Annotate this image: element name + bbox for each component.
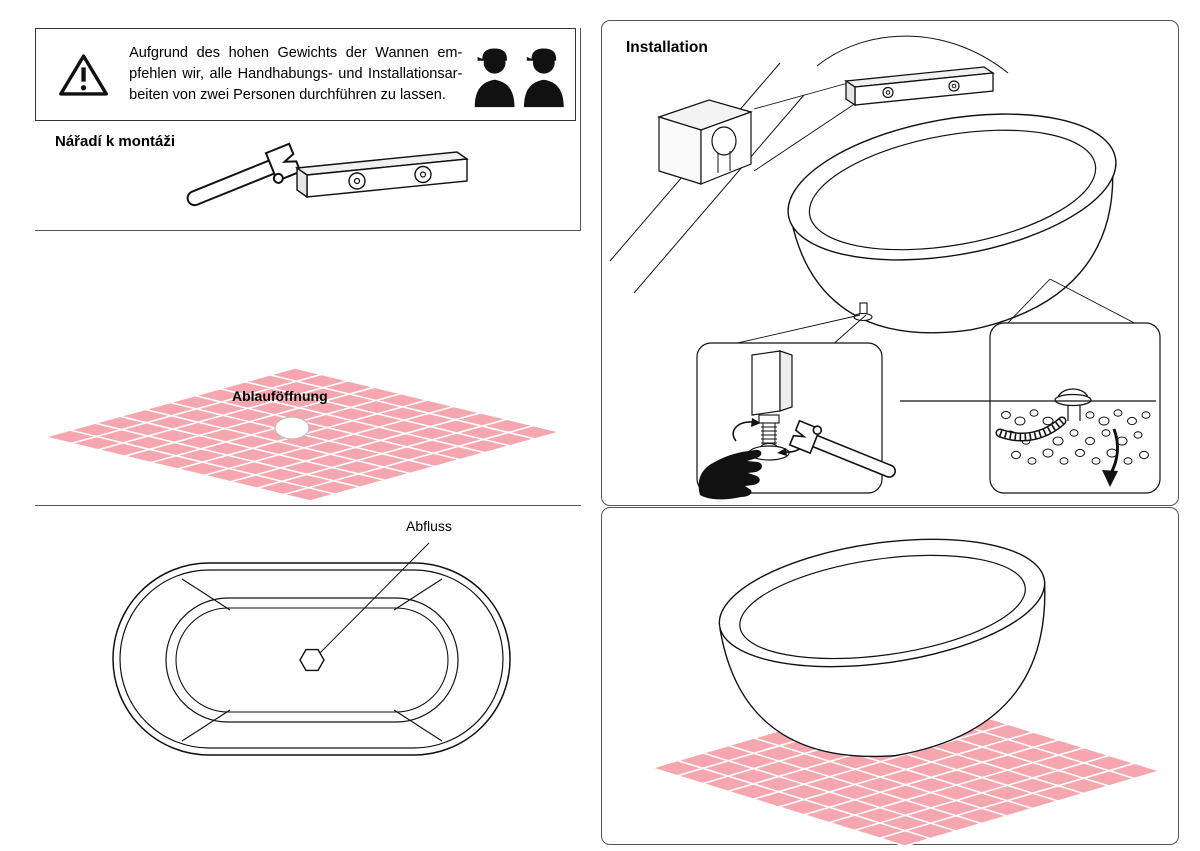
callout-wedge-right [1003, 278, 1147, 330]
bathtub-top-view-illustration [112, 542, 511, 756]
warning-text: Aufgrund des hohen Gewichts der Wannen e… [129, 43, 462, 106]
anchor-hole [711, 126, 737, 156]
guide-curve [816, 35, 1009, 74]
foot-adjust-detail [698, 350, 897, 500]
drain-callout [989, 322, 1161, 494]
installer-silhouette [524, 47, 565, 107]
drain-opening-hole [274, 416, 310, 440]
zoom-wedge-lines [753, 82, 857, 172]
bathtub-isometric [787, 113, 1117, 334]
section-divider [35, 505, 581, 506]
spirit-level-icon [295, 151, 469, 199]
section-divider [35, 230, 581, 231]
bathtub-isometric [717, 538, 1046, 758]
bathtub-on-floor-illustration [651, 538, 1161, 846]
drain-label: Abfluss [406, 518, 452, 534]
installation-illustration [609, 35, 1161, 500]
adjustable-wrench-icon [788, 419, 897, 478]
installation-title: Installation [626, 39, 708, 56]
warning-triangle-icon [59, 53, 108, 96]
tools-illustration [186, 142, 469, 207]
tub-wall-corner-lines [181, 578, 443, 742]
tile-floor-illustration [44, 367, 561, 502]
drain-leader-line [316, 542, 430, 657]
anchor-block-detail [657, 99, 753, 185]
installation-panel: Installation [601, 20, 1179, 506]
installer-silhouette [475, 47, 515, 107]
corrugated-hose [995, 416, 1067, 442]
warning-line: pfehlen wir, alle Handhabungs- und Insta… [129, 65, 463, 82]
spirit-level-icon [844, 66, 995, 107]
drain-opening-label: Ablauföffnung [232, 388, 328, 404]
drain-stem [1067, 405, 1081, 421]
tools-section-title: Nářadí k montáži [55, 133, 176, 150]
callout-wedge-left [719, 314, 867, 348]
drain-connection-detail [995, 388, 1151, 487]
warning-line: beiten von zwei Personen durchführen zu … [129, 87, 446, 104]
warning-box: Aufgrund des hohen Gewichts der Wannen e… [35, 28, 576, 121]
down-arrow-icon [1102, 428, 1119, 487]
drain-hexagon [299, 648, 325, 672]
placement-panel [601, 507, 1179, 846]
hand-icon [698, 449, 762, 500]
warning-line: Aufgrund des hohen Gewichts der Wannen e… [129, 44, 463, 61]
two-installers-icon [475, 47, 565, 107]
section-divider-vertical [580, 28, 581, 230]
threaded-rod [761, 423, 777, 445]
adjustable-wrench-icon [186, 142, 302, 207]
